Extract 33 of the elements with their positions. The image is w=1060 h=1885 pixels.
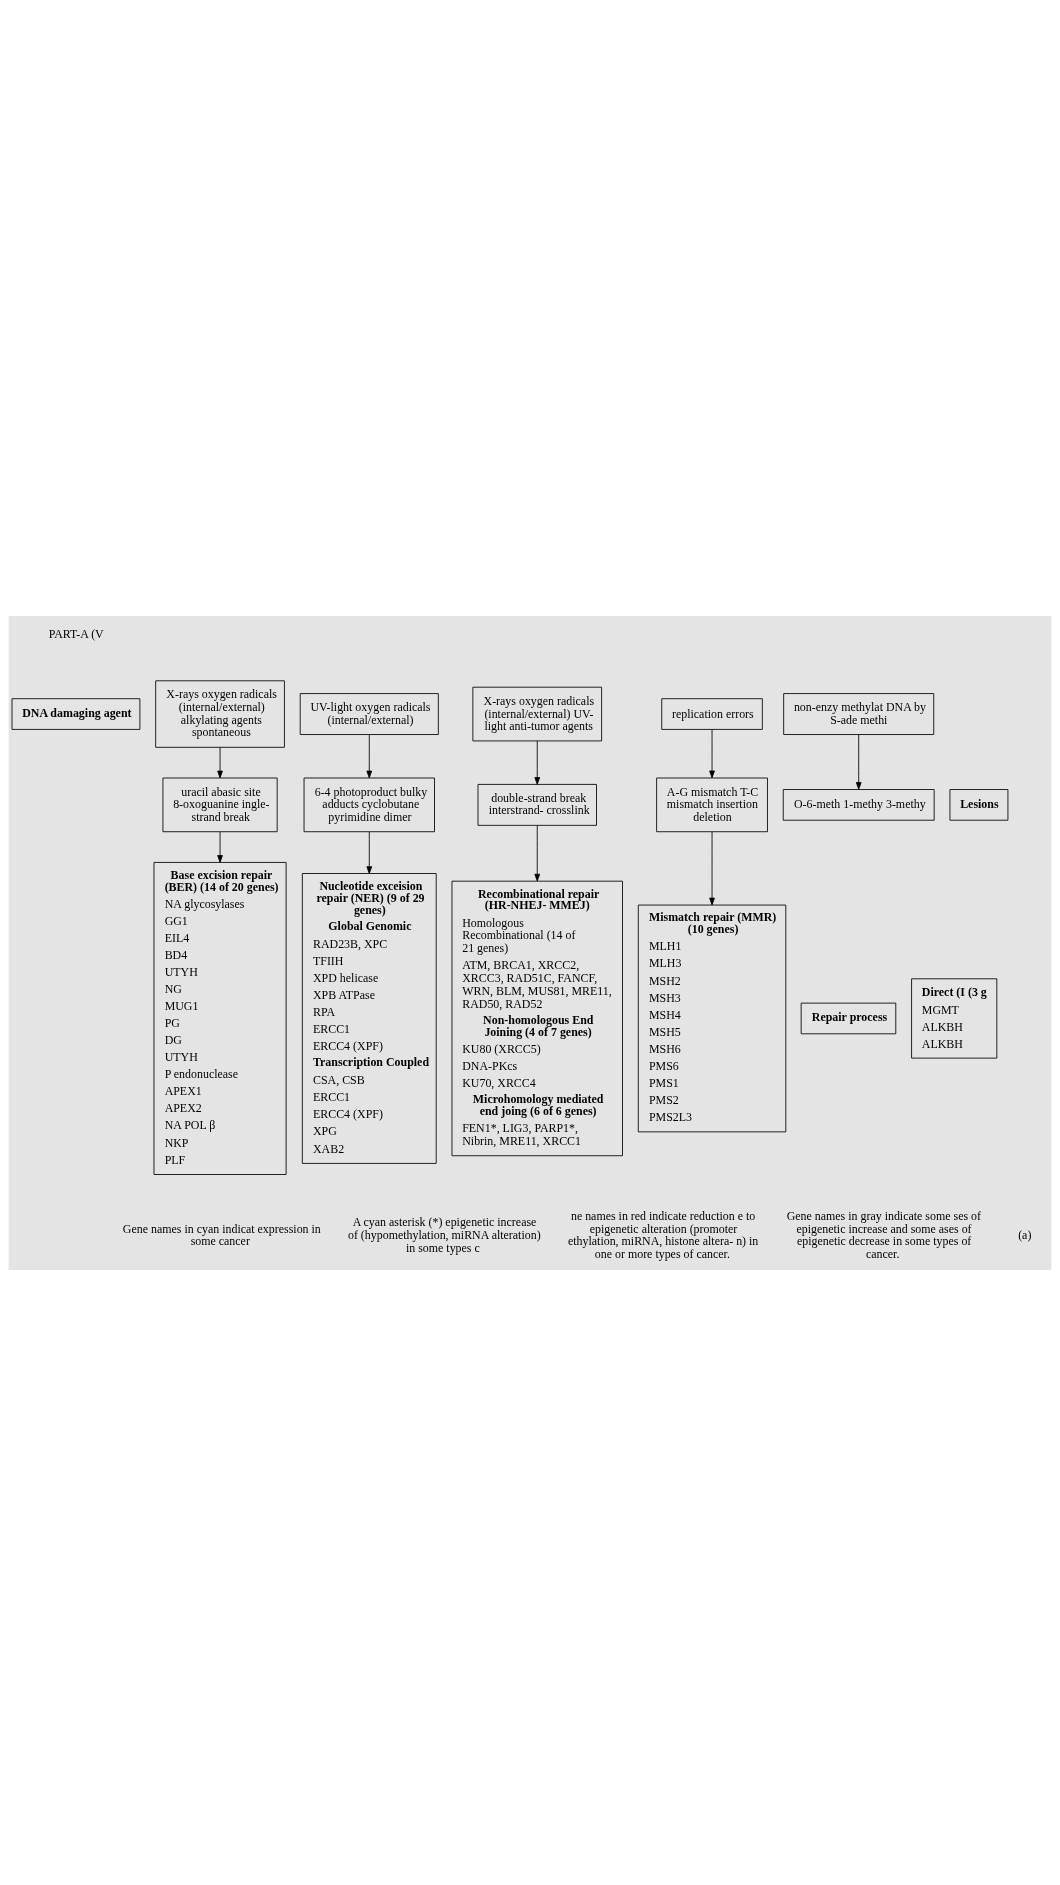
label: Gene names in cyan indicat expression in some cancer xyxy=(122,1221,321,1248)
arrow xyxy=(709,728,715,778)
node-box: O-6-meth 1-methy 3-methy xyxy=(782,788,935,821)
node-box: Base excision repair (BER) (14 of 20 genes) NA glycosylases GG1 EIL4 BD4 UTYH NG MUG1 PG DG UTYH P endonuclease APEX1 APEX2 NA POL β NKP PLF xyxy=(153,861,287,1175)
arrow xyxy=(855,733,862,790)
node-box: X-rays oxygen radicals (internal/external) alkylating agents spontaneous xyxy=(155,679,285,748)
arrow xyxy=(217,831,223,863)
node-box: Nucleotide exceision repair (NER) (9 of 29 genes) Global Genomic RAD23B, XPC TFIIH XPD helicase XPB ATPase RPA ERCC1 ERCC4 (XPF) Transcription Coupled CSA, CSB ERCC1 ERCC4 (XPF) XPG XAB2 xyxy=(301,872,437,1164)
node-box: UV-light oxygen radicals (internal/external) xyxy=(299,692,439,735)
label: ne names in red indicate reduction e to epigenetic alteration (promoter ethylation, miRNA, histone altera- n) in one or more types of cancer. xyxy=(567,1208,759,1261)
node-box: 6-4 photoproduct bulky adducts cyclobutane pyrimidine dimer xyxy=(303,777,435,832)
node-box: Mismatch repair (MMR) (10 genes) MLH1 MLH3 MSH2 MSH3 MSH4 MSH5 MSH6 PMS6 PMS1 PMS2 PMS2L3 xyxy=(637,904,787,1132)
node-box: A-G mismatch T-C mismatch insertion deletion xyxy=(656,777,768,832)
node-box: non-enzy methylat DNA by S-ade methi xyxy=(783,692,935,735)
label: Gene names in gray indicate some ses of epigenetic increase and some ases of epigenetic decrease in some types of cancer. xyxy=(786,1208,981,1261)
label: PART-A (V xyxy=(48,626,104,641)
node-box: double-strand break interstrand- crosslink xyxy=(477,783,597,826)
arrow xyxy=(709,831,715,905)
node-box: Recombinational repair (HR-NHEJ- MMEJ) Homologous Recombinational (14 of 21 genes) ATM, BRCA1, XRCC2, XRCC3, RAD51C, FANCF, WRN, BLM, MUS81, MRE11, RAD50, RAD52 Non-homologous End Joining (4 of 7 genes) KU80 (XRCC5) DNA-PKcs KU70, XRCC4 Microhomology mediated end joing (6 of 6 genes) FEN1*, LIG3, PARP1*, Nibrin, MRE11, XRCC1 xyxy=(451,880,623,1156)
node-box: Repair process xyxy=(800,1002,897,1034)
node-box: uracil abasic site 8-oxoguanine ingle-strand break xyxy=(162,777,278,832)
node-box: replication errors xyxy=(661,697,763,730)
node-box: DNA damaging agent xyxy=(11,697,141,730)
arrow xyxy=(217,746,223,778)
label: (a) xyxy=(1018,1227,1032,1242)
arrow xyxy=(366,733,373,778)
arrow xyxy=(366,831,373,874)
node-box: X-rays oxygen radicals (internal/external) UV-light anti-tumor agents xyxy=(472,686,603,741)
arrow xyxy=(534,824,541,881)
label: A cyan asterisk (*) epigenetic increase of (hypomethylation, miRNA alteration) in some types c xyxy=(347,1214,541,1255)
node-box: Direct (I (3 g MGMT ALKBH ALKBH xyxy=(911,977,998,1059)
arrow xyxy=(534,740,541,785)
node-box: Lesions xyxy=(949,788,1009,821)
